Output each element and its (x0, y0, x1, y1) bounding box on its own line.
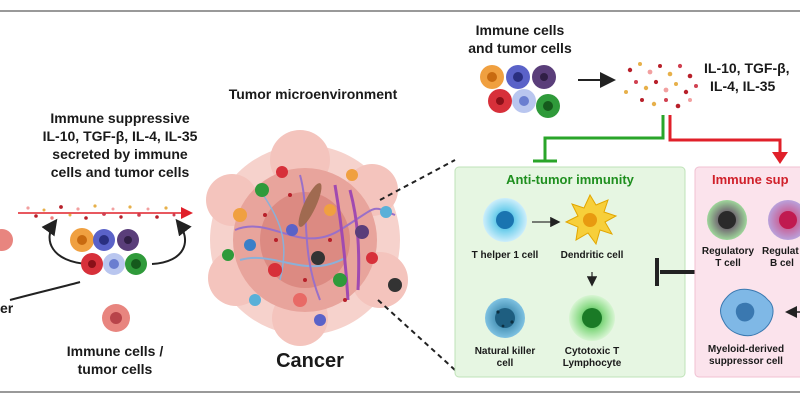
mdsc-label-line-2: suppressor cell (709, 356, 783, 367)
suppressive-title: Immune suppressive (50, 110, 190, 126)
natural-killer-cell-icon (485, 298, 525, 338)
red-arrowhead (772, 152, 788, 164)
immune-suppression-title: Immune sup (712, 172, 789, 187)
cytotoxic-t-cell-icon (569, 295, 615, 341)
anti-tumor-title: Anti-tumor immunity (506, 172, 634, 187)
left-cells-line-1: Immune cells / (66, 343, 164, 359)
ctl-label-line-2: Lymphocyte (562, 358, 622, 369)
ctl-label-line-1: Cytotoxic T (564, 346, 620, 357)
left-curved-arrow (41, 218, 89, 265)
breg-label-line-1: Regulat (762, 246, 799, 257)
edge-tumor-cell (0, 229, 13, 251)
secreted-line-1: secreted by immune (52, 146, 188, 162)
top-cytokines-line-1: IL-10, TGF-β, (704, 60, 790, 76)
nk-label-line-2: cell (496, 358, 514, 369)
top-cytokine-cloud (624, 62, 698, 109)
cytokine-stream (18, 204, 193, 220)
suppressive-cytokines: IL-10, TGF-β, IL-4, IL-35 (42, 128, 198, 144)
top-cells-line-2: and tumor cells (468, 40, 572, 56)
right-curved-arrow (151, 218, 192, 265)
breg-label-line-2: B cel (770, 258, 794, 269)
edge-curved-arrow (9, 281, 81, 301)
top-cytokines-line-2: IL-4, IL-35 (710, 78, 776, 94)
dendritic-label: Dendritic cell (560, 250, 624, 261)
red-connector (668, 115, 782, 158)
zoom-line-bottom (377, 299, 456, 371)
nk-label-line-1: Natural killer (474, 346, 536, 357)
t-helper-label: T helper 1 cell (471, 250, 539, 261)
regulatory-b-cell-icon (768, 200, 800, 240)
green-connector (543, 115, 665, 160)
top-cells-line-1: Immune cells (475, 22, 565, 38)
left-cells-line-2: tumor cells (77, 361, 153, 377)
top-cell-cluster (480, 65, 560, 118)
left-cell-cluster (70, 228, 147, 332)
mdsc-icon (720, 288, 774, 337)
secreted-line-2: cells and tumor cells (50, 164, 190, 180)
mdsc-label-line-1: Myeloid-derived (707, 344, 785, 355)
dendritic-cell-icon (564, 193, 618, 246)
t-helper-cell-icon (483, 198, 527, 242)
edge-label-fragment: er (0, 300, 14, 316)
tumor-microenvironment-mass (206, 130, 408, 346)
regulatory-t-cell-icon (707, 200, 747, 240)
tme-title: Tumor microenvironment (228, 86, 398, 102)
treg-label-line-1: Regulatory (701, 246, 755, 257)
cancer-label: Cancer (276, 350, 344, 372)
treg-label-line-2: T cell (715, 258, 741, 269)
